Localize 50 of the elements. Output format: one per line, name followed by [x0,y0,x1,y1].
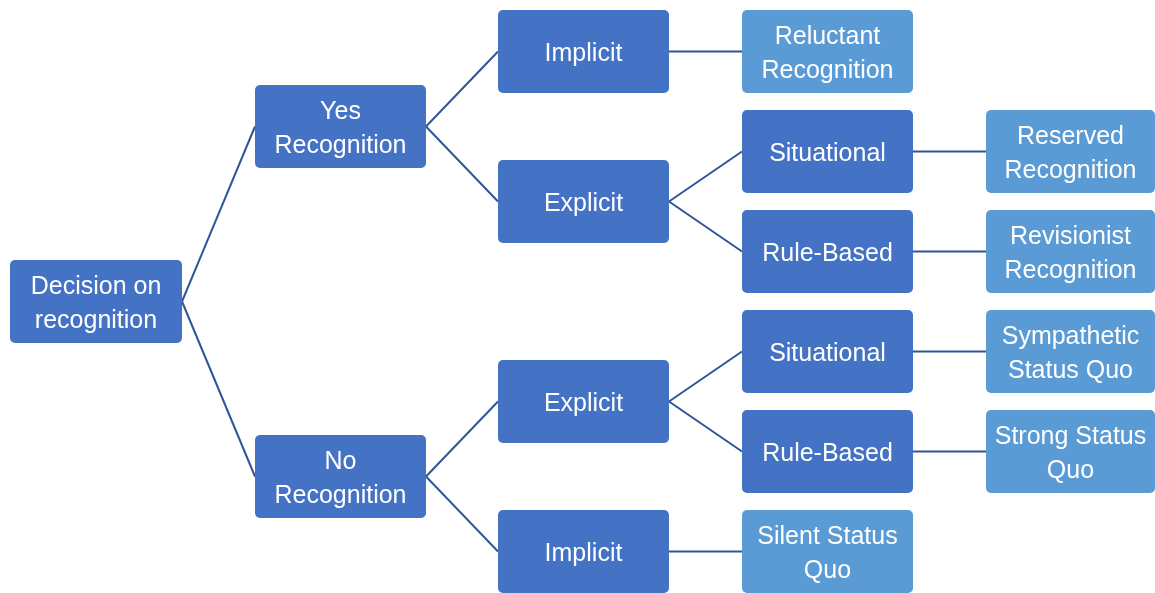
node-box [742,110,913,193]
node-label: Yes Recognition [273,94,408,160]
node-box [742,410,913,493]
connector-line [425,400,499,478]
connector-line [181,300,256,478]
node-box [255,85,426,168]
node-label: Situational [769,136,886,168]
node-box [498,10,669,93]
node-label: Strong Status Quo [993,419,1148,485]
connector-line [425,475,499,553]
node-label: Rule-Based [762,436,893,468]
connector-line [912,350,987,353]
node-box [986,310,1155,393]
connector-line [425,125,499,203]
node-box [498,360,669,443]
node-box [742,310,913,393]
node-label: Explicit [543,186,624,218]
connector-line [668,550,743,553]
connector-line [668,150,743,203]
connector-line [668,350,743,403]
node-label: Implicit [544,36,623,68]
node-box [498,510,669,593]
node-box [986,410,1155,493]
node-label: Reluctant Recognition [760,19,895,85]
node-box [986,110,1155,193]
node-label: Implicit [544,536,623,568]
node-label: Explicit [543,386,624,418]
connector-line [912,250,987,253]
node-box [255,435,426,518]
node-box [742,210,913,293]
connector-line [912,450,987,453]
connector-line [668,200,743,253]
connector-line [668,50,743,53]
node-label: Reserved Recognition [1003,119,1138,185]
node-label: Decision on recognition [29,269,163,335]
node-box [498,160,669,243]
connector-line [668,400,743,453]
node-label: Sympathetic Status Quo [1000,319,1141,385]
node-box [986,210,1155,293]
node-box [742,510,913,593]
node-label: No Recognition [273,444,408,510]
node-box [10,260,182,343]
node-box [742,10,913,93]
connector-line [425,50,499,128]
connector-line [912,150,987,153]
node-label: Rule-Based [762,236,893,268]
node-label: Situational [769,336,886,368]
node-label: Silent Status Quo [756,519,899,585]
node-label: Revisionist Recognition [1003,219,1138,285]
connector-line [181,125,256,303]
